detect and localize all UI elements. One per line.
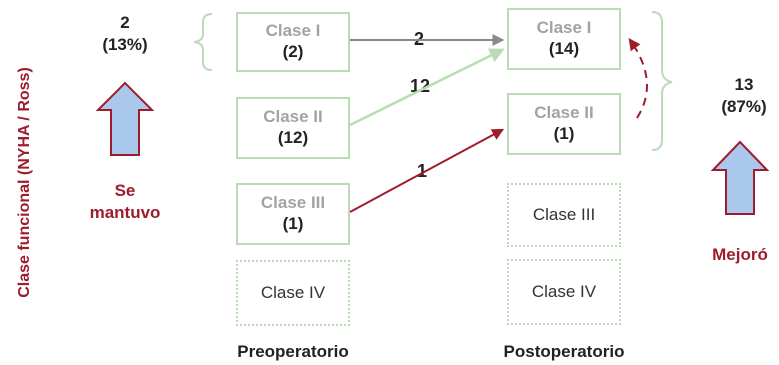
preop-label: Preoperatorio xyxy=(237,342,349,361)
flow-label-2-1: 12 xyxy=(410,76,431,96)
up-arrow-left-icon xyxy=(95,81,155,156)
post-class-3-box: Clase III xyxy=(507,183,621,247)
pre-class-1-count: (2) xyxy=(282,42,304,61)
post-class-3-name: Clase III xyxy=(532,205,596,224)
flow-arrow-2-1 xyxy=(349,48,505,127)
pre-class-1-name: Clase I xyxy=(265,21,321,40)
post-class-1-box: Clase I (14) xyxy=(507,8,621,70)
improved-label: Mejoró xyxy=(712,245,768,264)
post-class-1-name: Clase I xyxy=(536,18,592,37)
pre-class-1-box: Clase I (2) xyxy=(236,12,350,72)
post-class-2-name: Clase II xyxy=(534,103,594,122)
flow-label-3-2: 1 xyxy=(417,161,428,181)
unchanged-stat: 2 (13%) xyxy=(95,12,155,56)
pre-class-2-count: (12) xyxy=(277,128,309,147)
unchanged-percent: (13%) xyxy=(102,35,148,54)
pre-class-3-name: Clase III xyxy=(260,193,326,212)
post-class-2-count: (1) xyxy=(553,124,575,143)
pre-class-4-name: Clase IV xyxy=(260,283,326,302)
improved-count: 13 xyxy=(734,75,754,94)
improved-percent: (87%) xyxy=(721,97,767,116)
unchanged-label-line2: mantuvo xyxy=(89,203,161,222)
unchanged-label: Se mantuvo xyxy=(85,180,165,224)
right-brace xyxy=(651,11,673,151)
post-class-1-count: (14) xyxy=(548,39,580,58)
post-class-4-box: Clase IV xyxy=(507,259,621,325)
post-class-2-box: Clase II (1) xyxy=(507,93,621,155)
flow-arrow-post-2-1 xyxy=(628,38,648,119)
pre-class-3-box: Clase III (1) xyxy=(236,183,350,245)
pre-class-2-box: Clase II (12) xyxy=(236,97,350,159)
flow-arrow-3-2 xyxy=(349,128,505,213)
pre-class-4-box: Clase IV xyxy=(236,260,350,326)
postop-label: Postoperatorio xyxy=(503,342,625,361)
post-class-4-name: Clase IV xyxy=(531,282,597,301)
improved-stat: 13 (87%) xyxy=(714,74,774,118)
up-arrow-right-icon xyxy=(710,140,770,215)
left-brace xyxy=(193,13,213,71)
unchanged-count: 2 xyxy=(120,13,130,32)
pre-class-2-name: Clase II xyxy=(263,107,323,126)
pre-class-3-count: (1) xyxy=(282,214,304,233)
unchanged-label-line1: Se xyxy=(114,181,136,200)
